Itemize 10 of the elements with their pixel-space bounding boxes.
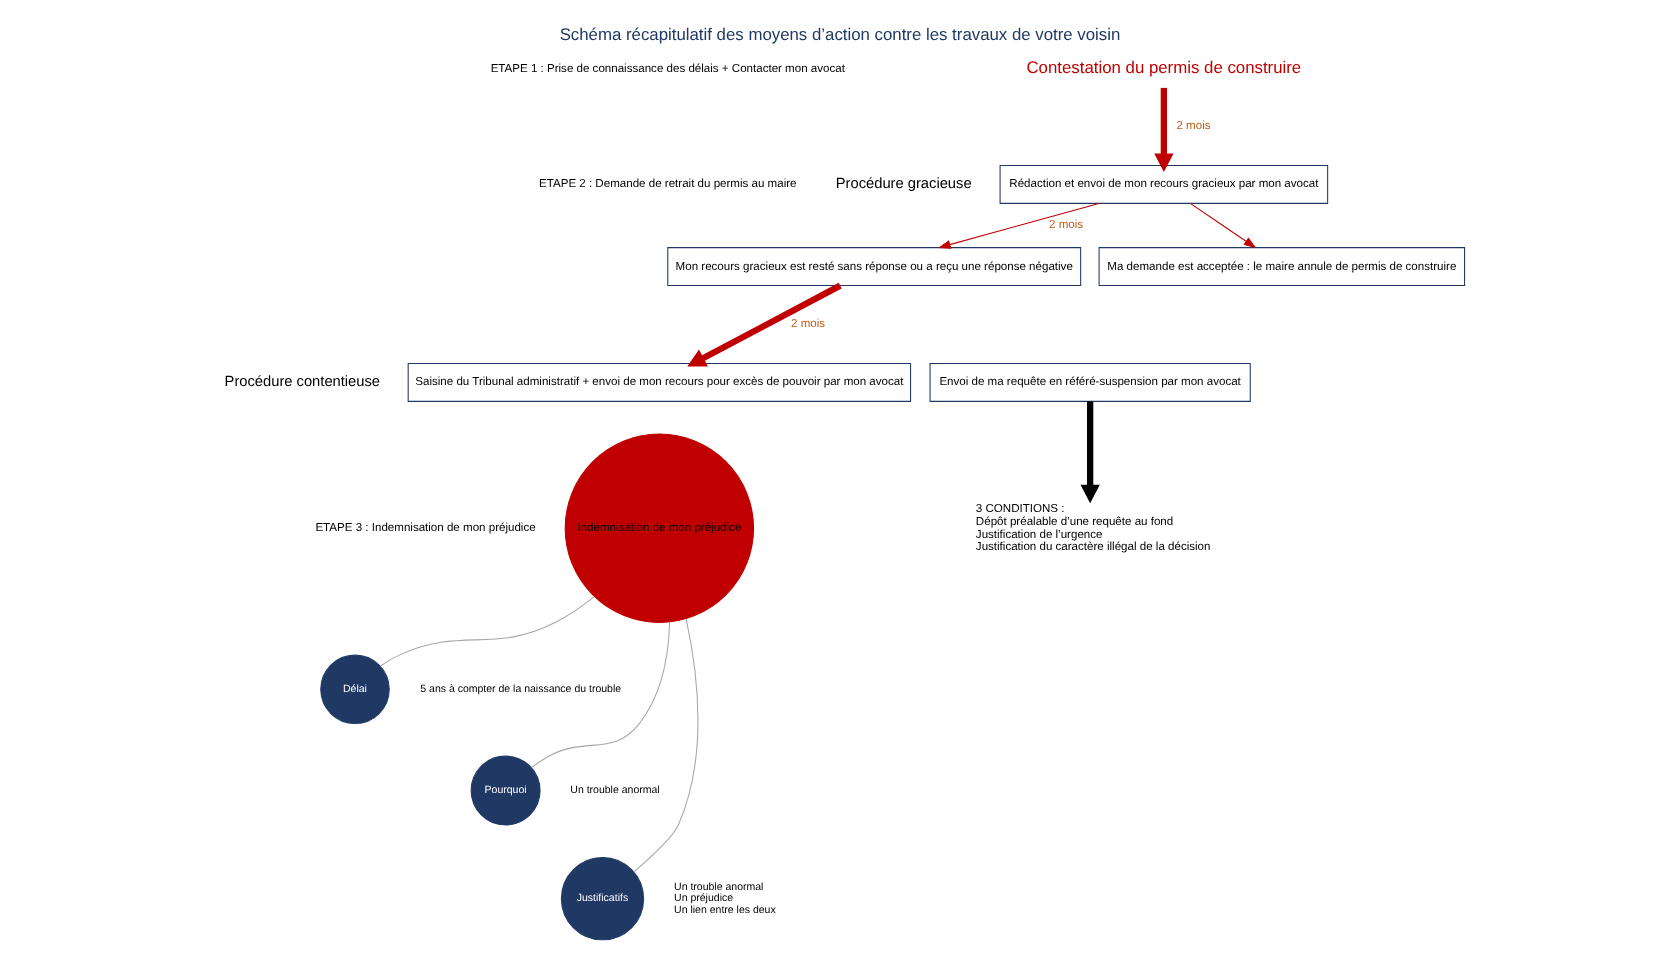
diagram-title: Schéma récapitulatif des moyens d’action contre les travaux de votre voisin xyxy=(559,22,1121,43)
connector xyxy=(633,617,699,872)
arrow xyxy=(1080,400,1100,503)
connector xyxy=(379,595,595,666)
connector xyxy=(531,620,671,767)
arrow xyxy=(937,201,1100,248)
arrow xyxy=(1154,86,1174,171)
arrow xyxy=(1189,201,1257,248)
node-text: Contestation du permis de construire xyxy=(1026,55,1302,76)
arrow xyxy=(687,281,842,366)
